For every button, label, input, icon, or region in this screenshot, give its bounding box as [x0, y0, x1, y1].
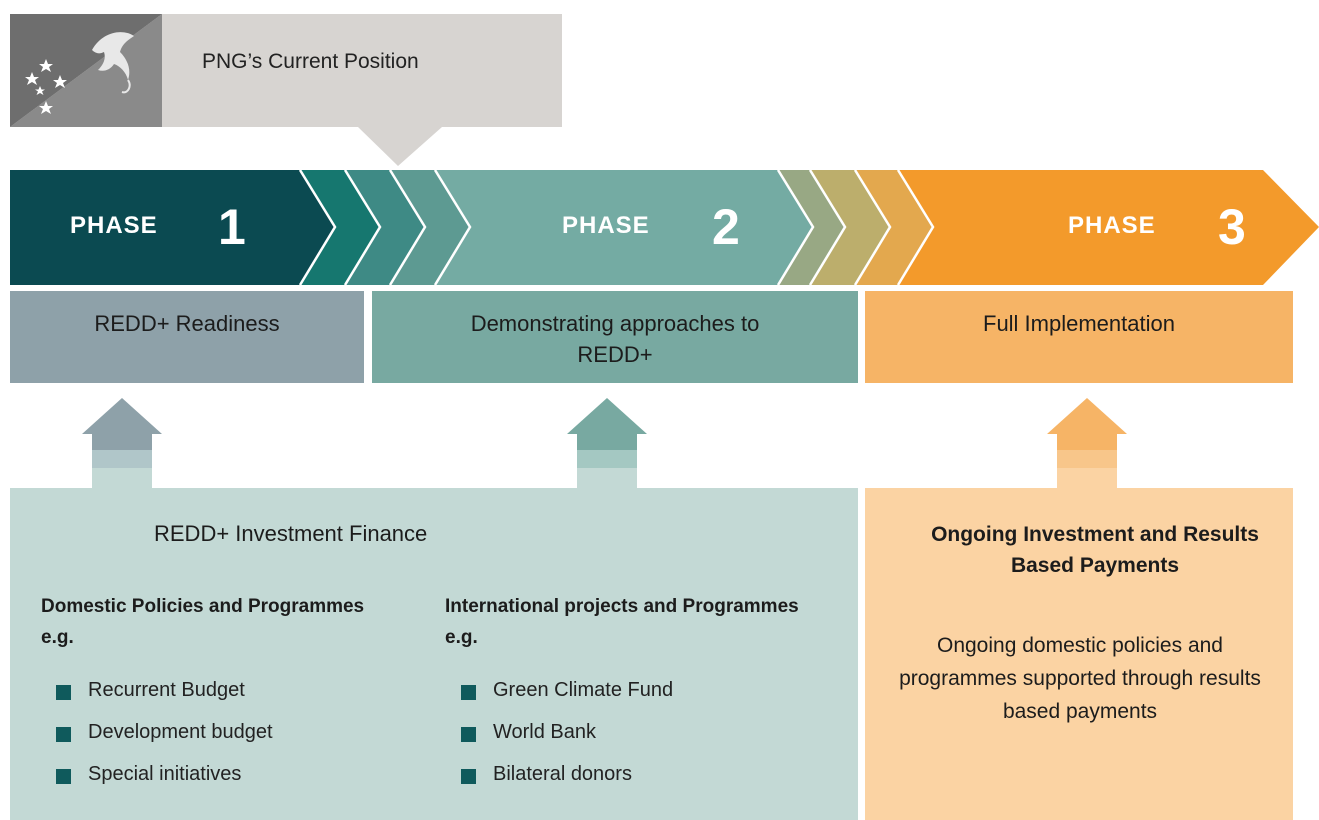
international-item: Bilateral donors: [493, 763, 632, 785]
list-item: World Bank: [461, 721, 801, 763]
list-item: Green Climate Fund: [461, 679, 801, 721]
domestic-item: Development budget: [88, 721, 273, 743]
png-flag-icon: [10, 14, 162, 127]
investment-finance-panel: [10, 488, 858, 820]
bullet-square-icon: [461, 727, 476, 742]
bullet-square-icon: [461, 685, 476, 700]
list-item: Bilateral donors: [461, 763, 801, 805]
bullet-square-icon: [461, 769, 476, 784]
ongoing-title: Ongoing Investment and Results Based Pay…: [931, 523, 1259, 577]
bullet-square-icon: [56, 685, 71, 700]
international-item: World Bank: [493, 721, 597, 743]
phase-3-description-text: Full Implementation: [983, 311, 1175, 336]
investment-finance-title: REDD+ Investment Finance: [154, 521, 428, 546]
domestic-list: Recurrent Budget Development budget Spec…: [56, 679, 396, 805]
domestic-heading: Domestic Policies and Programmes e.g.: [41, 596, 365, 648]
phase-3-description: Full Implementation: [865, 291, 1293, 383]
current-position-label: PNG’s Current Position: [202, 50, 419, 73]
phase-2-description: Demonstrating approaches to REDD+: [372, 291, 858, 383]
arrow-up-icon: [82, 398, 162, 488]
current-position-callout: [10, 14, 562, 166]
international-heading: International projects and Programmes e.…: [445, 596, 799, 648]
ongoing-description: Ongoing domestic policies and programmes…: [899, 634, 1261, 723]
phase-1-description: REDD+ Readiness: [10, 291, 364, 383]
international-item: Green Climate Fund: [493, 679, 674, 701]
phase-3-number: 3: [1218, 199, 1246, 255]
list-item: Development budget: [56, 721, 396, 763]
phase-1-label: PHASE: [70, 212, 158, 239]
bullet-square-icon: [56, 769, 71, 784]
domestic-item: Special initiatives: [88, 763, 242, 785]
international-list: Green Climate Fund World Bank Bilateral …: [461, 679, 801, 805]
phase-2-label: PHASE: [562, 212, 650, 239]
arrow-up-icon: [1047, 398, 1127, 488]
domestic-item: Recurrent Budget: [88, 679, 245, 701]
list-item: Special initiatives: [56, 763, 396, 805]
phase-1-description-text: REDD+ Readiness: [94, 311, 280, 336]
phase-banner: [10, 170, 1319, 285]
list-item: Recurrent Budget: [56, 679, 396, 721]
bullet-square-icon: [56, 727, 71, 742]
phase-2-description-text: Demonstrating approaches to REDD+: [470, 311, 760, 367]
phase-3-label: PHASE: [1068, 212, 1156, 239]
phase-2-number: 2: [712, 199, 740, 255]
phase-1-number: 1: [218, 199, 246, 255]
ongoing-investment-panel: [865, 488, 1293, 820]
arrow-up-icon: [567, 398, 647, 488]
